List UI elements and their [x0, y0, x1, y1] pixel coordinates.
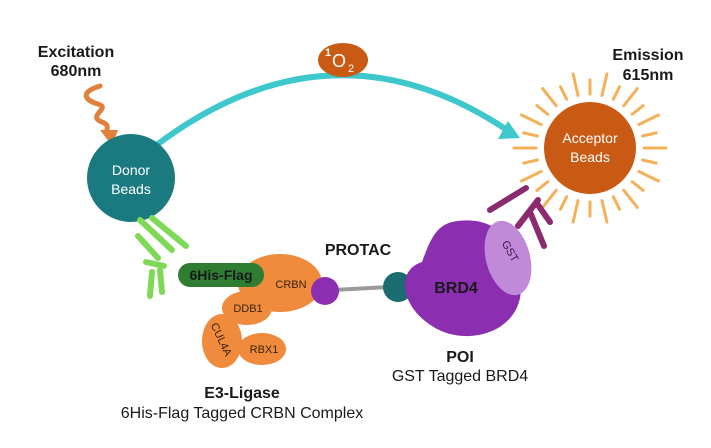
glow-ray — [637, 113, 660, 127]
his-flag-tag — [178, 263, 264, 287]
glow-ray — [600, 72, 609, 97]
glow-ray — [630, 180, 645, 192]
glow-ray — [630, 104, 645, 116]
glow-ray — [535, 180, 550, 192]
cul4a-subunit — [202, 314, 242, 368]
e3-ligase-subtitle: 6His-Flag Tagged CRBN Complex — [121, 405, 363, 422]
glow-ray — [622, 188, 639, 209]
donor-bead-label-line2: Beads — [111, 181, 151, 197]
anti-flag-antibody-icon — [135, 215, 189, 299]
emission-wavelength: 615nm — [623, 67, 674, 84]
glow-ray — [611, 85, 621, 101]
ddb1-label: DDB1 — [233, 303, 262, 315]
poi-subtitle: GST Tagged BRD4 — [392, 368, 528, 385]
glow-ray — [535, 104, 550, 116]
glow-ray — [611, 195, 621, 211]
protac-e3-ligand — [311, 277, 339, 305]
acceptor-bead-label-line2: Beads — [570, 149, 610, 165]
glow-ray — [541, 188, 558, 209]
acceptor-glow-rays — [512, 72, 668, 224]
ddb1-subunit — [222, 291, 272, 325]
anti-gst-antibody-icon — [487, 185, 553, 249]
glow-ray — [637, 169, 660, 183]
glow-ray — [520, 169, 543, 183]
rbx1-label: RBX1 — [250, 344, 279, 356]
gst-tag — [484, 220, 532, 296]
e3-ligase-title: E3-Ligase — [204, 385, 280, 402]
poi-title: POI — [446, 349, 474, 366]
singlet-oxygen-transfer-arrow — [147, 72, 513, 153]
glow-ray — [641, 158, 658, 165]
singlet-oxygen-badge — [318, 43, 368, 77]
acceptor-bead-label-line1: Acceptor — [562, 130, 618, 146]
glow-ray — [541, 87, 558, 108]
donor-bead — [87, 134, 175, 222]
brd4-label: BRD4 — [434, 280, 478, 297]
glow-ray — [522, 158, 539, 165]
singlet-oxygen-label: O — [332, 51, 346, 71]
glow-ray — [641, 131, 658, 138]
singlet-oxygen-superscript: 1 — [325, 47, 331, 59]
protac-label: PROTAC — [325, 242, 392, 259]
glow-ray — [522, 131, 539, 138]
glow-ray — [571, 199, 580, 224]
acceptor-bead — [544, 102, 636, 194]
glow-ray — [559, 195, 569, 211]
arrow-head-icon — [498, 121, 520, 139]
excitation-wave-icon — [83, 83, 111, 137]
glow-ray — [600, 199, 609, 224]
glow-ray — [571, 72, 580, 97]
glow-ray — [520, 113, 543, 127]
protac-linker — [332, 285, 391, 292]
glow-ray — [622, 87, 639, 108]
crbn-label: CRBN — [275, 279, 306, 291]
donor-bead-label-line1: Donor — [112, 162, 150, 178]
excitation-title: Excitation — [38, 44, 114, 61]
emission-title: Emission — [612, 47, 683, 64]
his-flag-label: 6His-Flag — [189, 267, 252, 283]
singlet-oxygen-subscript: 2 — [348, 63, 354, 75]
excitation-wavelength: 680nm — [51, 63, 102, 80]
glow-ray — [559, 85, 569, 101]
rbx1-subunit — [238, 333, 286, 365]
